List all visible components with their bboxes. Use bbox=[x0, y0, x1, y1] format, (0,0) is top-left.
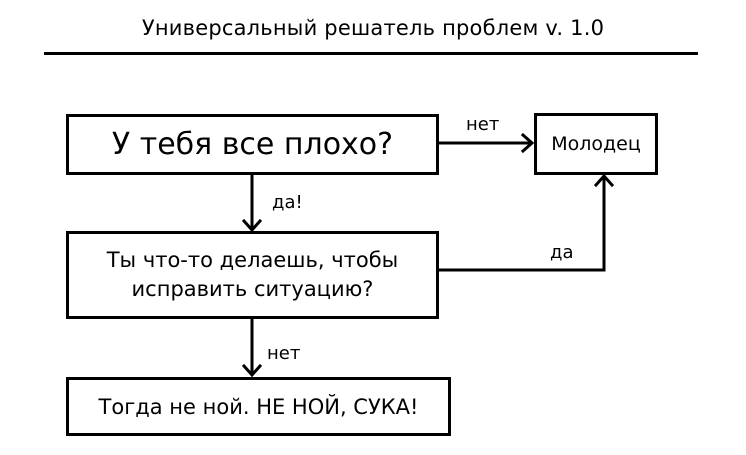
node-question-2-line-2: исправить ситуацию? bbox=[131, 277, 374, 301]
edge-q2-to-ok bbox=[437, 173, 615, 272]
node-well-done: Молодец bbox=[534, 113, 658, 175]
edge-label-no-2: нет bbox=[267, 343, 301, 364]
edge-label-yes-1: да! bbox=[272, 192, 303, 213]
edge-q1-to-ok bbox=[437, 132, 535, 154]
title-underline bbox=[44, 52, 698, 55]
edge-label-no-1: нет bbox=[466, 114, 500, 135]
edge-label-yes-2: да bbox=[550, 242, 574, 263]
node-question-1-text: У тебя все плохо? bbox=[111, 127, 394, 162]
diagram-title: Универсальный решатель проблем v. 1.0 bbox=[141, 16, 605, 40]
edge-q1-to-q2 bbox=[241, 173, 263, 233]
node-question-2: Ты что-то делаешь, чтобы исправить ситуа… bbox=[66, 231, 439, 319]
node-end: Тогда не ной. НЕ НОЙ, СУКА! bbox=[66, 377, 451, 436]
node-well-done-text: Молодец bbox=[551, 133, 641, 155]
node-question-2-line-1: Ты что-то делаешь, чтобы bbox=[106, 248, 399, 272]
node-end-text: Тогда не ной. НЕ НОЙ, СУКА! bbox=[98, 394, 419, 419]
node-question-1: У тебя все плохо? bbox=[66, 114, 439, 175]
edge-q2-to-end bbox=[241, 317, 263, 378]
